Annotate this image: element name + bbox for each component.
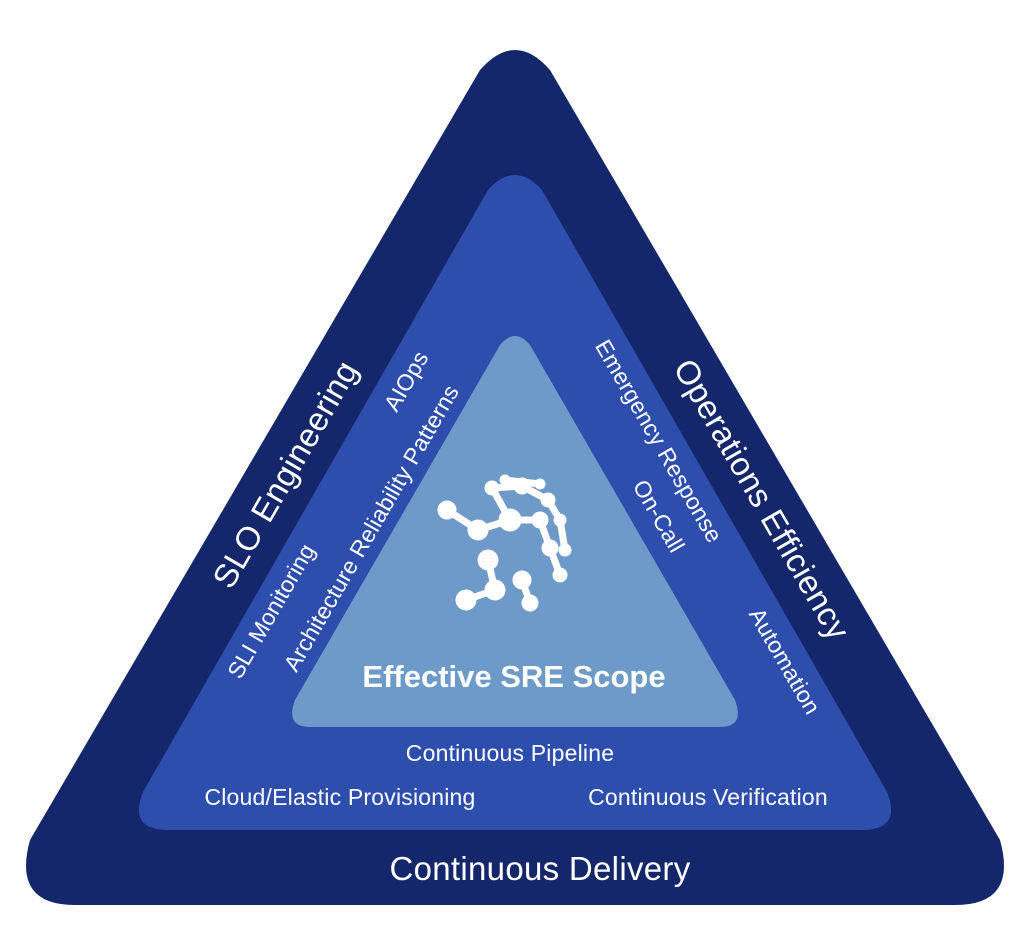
inner-triangle [292,336,738,727]
center-title: Effective SRE Scope [362,659,665,694]
label-cloud-elastic-provisioning: Cloud/Elastic Provisioning [204,784,475,810]
label-continuous-verification: Continuous Verification [588,784,828,810]
label-continuous-delivery: Continuous Delivery [389,850,690,887]
label-continuous-pipeline: Continuous Pipeline [406,740,614,766]
network-sphere-icon [437,474,572,612]
